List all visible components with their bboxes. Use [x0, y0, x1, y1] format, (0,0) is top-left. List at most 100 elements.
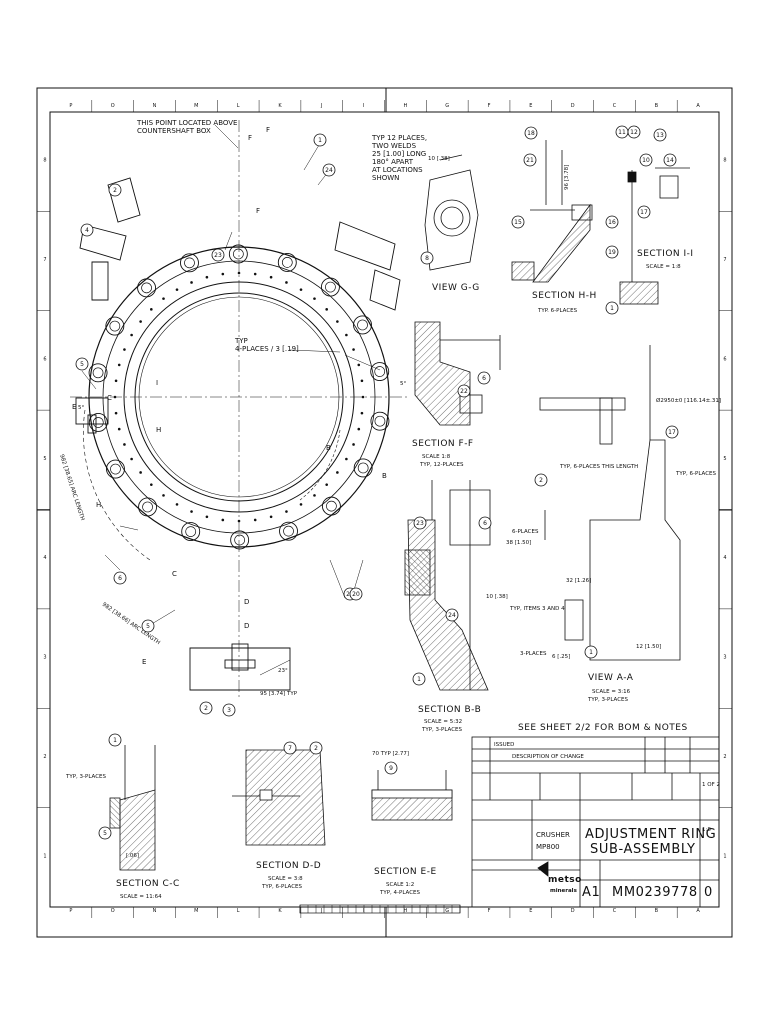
grid-letter: K: [278, 908, 282, 914]
item-balloon: 22: [457, 384, 471, 398]
section-i-i: [619, 167, 690, 305]
section-b-b-sub1: SCALE = 5:32: [424, 719, 462, 725]
drawing-scale: 1:8: [702, 827, 711, 833]
bolt-hole: [150, 483, 153, 486]
item-balloon: 2: [309, 741, 323, 755]
section-i-i-sub: SCALE = 1:8: [646, 264, 681, 270]
svg-text:I: I: [156, 379, 158, 387]
item-balloon: 17: [637, 205, 651, 219]
grid-number: 1: [43, 853, 46, 859]
svg-text:1: 1: [318, 137, 322, 144]
bolt-hole: [139, 320, 142, 323]
bolt-hole: [175, 288, 179, 291]
dim-hh: 96 [3.78]: [564, 165, 570, 190]
section-c-c-sub: SCALE = 11:64: [120, 894, 162, 900]
grid-letter: J: [320, 908, 322, 914]
grid-letter: F: [488, 103, 491, 109]
bolt-hole: [237, 271, 241, 275]
grid-letter: C: [613, 908, 617, 914]
bolt-hole: [269, 275, 273, 279]
svg-text:21: 21: [526, 157, 534, 164]
svg-text:5: 5: [103, 830, 107, 837]
bolt-hole: [299, 503, 303, 506]
revision-issued: ISSUED: [494, 742, 514, 748]
bolt-hole: [352, 443, 355, 446]
item-balloon: 5: [141, 619, 155, 633]
bolt-boss: [370, 411, 390, 431]
grid-letter: P: [69, 103, 72, 109]
bolt-hole: [205, 515, 209, 519]
bolt-hole: [325, 483, 328, 486]
svg-text:6: 6: [482, 375, 486, 382]
bolt-boss: [230, 530, 250, 550]
bolt-hole: [253, 272, 257, 276]
bolt-hole: [299, 288, 303, 291]
bolt-boss: [279, 521, 298, 541]
svg-text:2: 2: [539, 477, 543, 484]
grid-letter: K: [278, 103, 282, 109]
note-welds-5: AT LOCATIONS: [372, 166, 423, 174]
svg-text:24: 24: [325, 167, 333, 174]
bolt-hole: [113, 395, 117, 399]
grid-number: 8: [723, 158, 726, 164]
bolt-hole: [221, 272, 225, 276]
svg-text:15: 15: [514, 219, 522, 226]
svg-text:17: 17: [668, 429, 676, 436]
bolt-boss: [228, 244, 248, 264]
svg-text:F: F: [256, 207, 260, 215]
item-balloon: 7: [283, 741, 297, 755]
section-h-h-sub: TYP. 6-PLACES: [537, 308, 578, 314]
section-f-f-sub2: TYP, 12-PLACES: [419, 462, 464, 468]
bolt-hole: [175, 503, 179, 506]
grid-letter: J: [320, 103, 322, 109]
model-name: MP800: [536, 843, 560, 851]
item-balloon: 2: [534, 473, 548, 487]
arc-length-dim: [83, 409, 151, 561]
note-3places: 3-PLACES: [520, 651, 547, 657]
bolt-hole: [345, 457, 348, 461]
bolt-hole: [352, 348, 355, 351]
bolt-hole: [361, 395, 365, 399]
grid-letter: E: [529, 103, 532, 109]
item-balloon: 9: [384, 761, 398, 775]
bolt-boss: [88, 363, 108, 383]
item-balloon: 10: [639, 153, 653, 167]
bolt-hole: [285, 510, 288, 513]
bolt-hole: [221, 518, 225, 522]
bracket-left-upper: [79, 177, 141, 301]
svg-text:14: 14: [666, 157, 674, 164]
svg-text:16: 16: [608, 219, 616, 226]
grid-number: 6: [43, 356, 46, 362]
grid-letter: L: [237, 103, 240, 109]
svg-text:3: 3: [227, 707, 231, 714]
svg-text:H: H: [96, 501, 101, 509]
section-f-f: [414, 321, 501, 426]
svg-text:6: 6: [118, 575, 122, 582]
main-plan-view: EC IH HC EB BF FF DD 5°: [70, 120, 410, 700]
grid-letter: I: [363, 908, 364, 914]
outer-border: [36, 87, 733, 938]
revision-header: DESCRIPTION OF CHANGE: [512, 754, 584, 760]
item-balloon: 24: [322, 163, 336, 177]
item-balloon: 4: [80, 223, 94, 237]
view-g-g: [424, 154, 479, 271]
svg-text:1: 1: [417, 676, 421, 683]
bolt-hole: [130, 457, 133, 461]
svg-text:2: 2: [204, 705, 208, 712]
item-balloon: 6: [477, 371, 491, 385]
section-e-e: [371, 770, 453, 821]
note-see-sheet: SEE SHEET 2/2 FOR BOM & NOTES: [518, 723, 688, 733]
section-f-f-sub1: SCALE 1:8: [422, 454, 451, 460]
sheet-number: 1 OF 2: [702, 782, 720, 788]
grid-number: 4: [43, 555, 46, 561]
bolt-boss: [180, 253, 199, 273]
grid-letter: G: [445, 908, 449, 914]
bolt-hole: [190, 281, 193, 284]
bolt-boss: [88, 413, 108, 432]
grid-letter: A: [696, 908, 700, 914]
svg-text:12: 12: [630, 129, 638, 136]
item-balloon: 6: [113, 571, 127, 585]
grid-number: 6: [723, 356, 726, 362]
dim-32: 32 [1.26]: [566, 578, 591, 584]
bolt-hole: [357, 363, 361, 367]
